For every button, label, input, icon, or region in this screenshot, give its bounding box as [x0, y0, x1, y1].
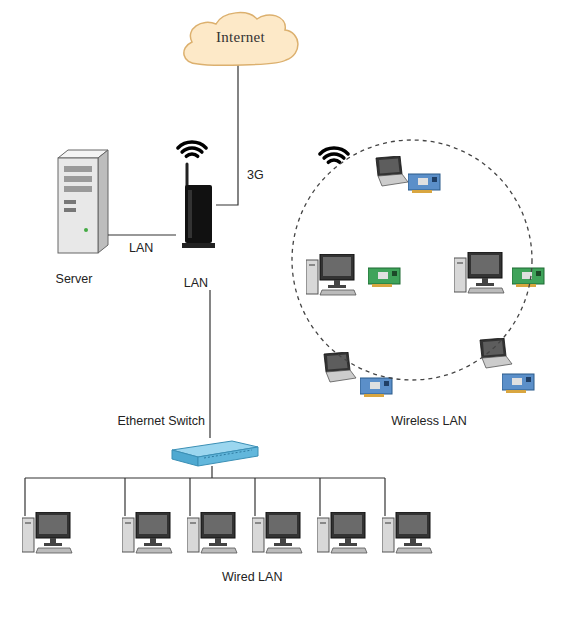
desktop-computer [454, 252, 504, 293]
wireless-lan-circle: Wireless LAN [288, 138, 536, 428]
link-label: LAN [129, 241, 153, 255]
wifi-symbol [320, 148, 348, 162]
circle-outline [288, 138, 536, 428]
desktop-computer [317, 512, 367, 553]
network-link [216, 65, 238, 205]
network-card [408, 174, 440, 193]
desktop-computer [187, 512, 237, 553]
node-label: Internet [216, 29, 265, 46]
cloud-shape [184, 13, 298, 66]
internet-cloud: Internet [178, 10, 303, 65]
node-text-box: Internet [178, 10, 303, 65]
node-label: Server [10, 272, 138, 286]
network-card [360, 378, 392, 397]
network-card [512, 268, 544, 287]
wifi-symbol [178, 142, 206, 156]
server-tower [58, 150, 108, 253]
node-text-box: Ethernet Switch [117, 414, 205, 428]
node-text-box: Server [10, 272, 138, 286]
node-label: Wireless LAN [322, 414, 536, 428]
wired-bus [25, 466, 385, 516]
network-card [502, 374, 534, 393]
dashed-circle [292, 140, 532, 380]
ethernet-switch-icon [172, 441, 258, 466]
server-node: Server [40, 148, 108, 286]
node-text-box: Wireless LAN [288, 414, 536, 428]
switch-node: Ethernet Switch [170, 438, 260, 470]
router-node: LAN [176, 166, 216, 290]
node-label: Ethernet Switch [117, 414, 205, 428]
network-card [368, 268, 400, 287]
desktop-computer [122, 512, 172, 553]
node-text-box: LAN [146, 276, 246, 290]
laptop [376, 156, 408, 186]
desktop-computer [22, 512, 72, 553]
desktop-computer [252, 512, 302, 553]
network-link [108, 234, 176, 235]
group-label: Wired LAN [222, 570, 282, 584]
desktop-computer [382, 512, 432, 553]
link-label: 3G [247, 168, 264, 182]
laptop [480, 338, 512, 368]
node-label: LAN [146, 276, 246, 290]
wireless-router [182, 164, 215, 248]
network-link [209, 290, 210, 438]
desktop-computer [306, 254, 356, 295]
